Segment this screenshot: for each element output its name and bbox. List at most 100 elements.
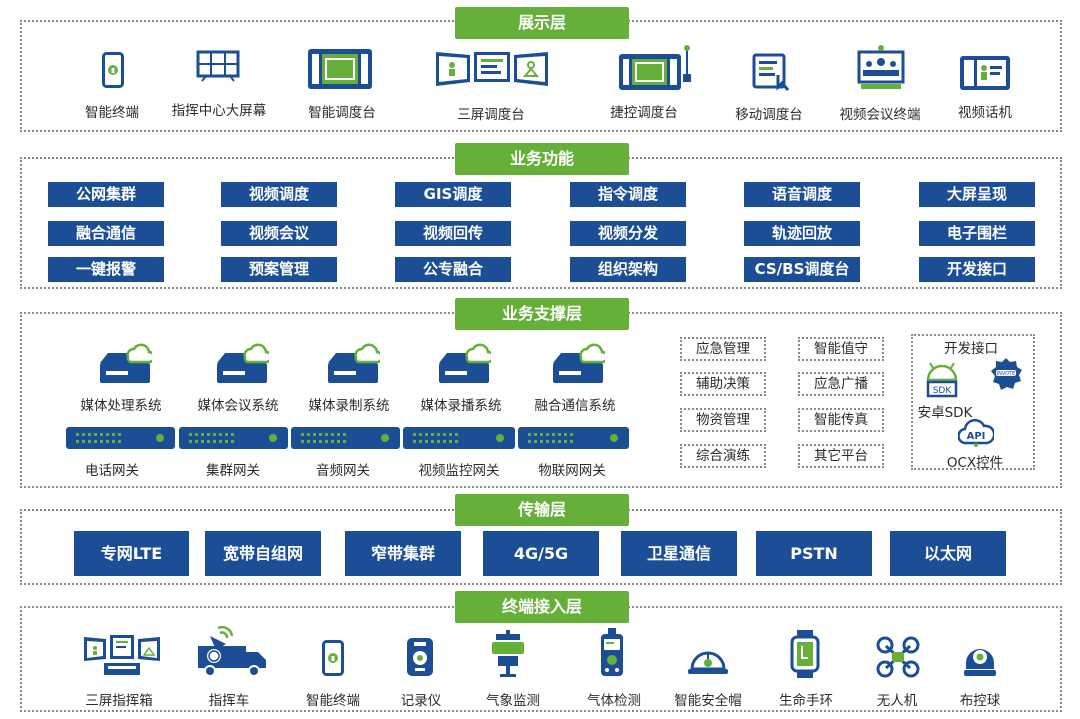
triple-screen-console-icon [436,52,548,86]
transport-layer-title: 传输层 [455,494,629,526]
gateway-label-iot: 物联网网关 [538,463,606,479]
terminal-label-smart-terminal: 智能终端 [306,693,360,709]
func-cs-bs-console: CS/BS调度台 [744,257,860,282]
big-screen-icon [196,50,240,82]
cloud-server-icon [217,343,269,383]
smartphone-icon [102,52,124,88]
func-geofence: 电子围栏 [919,221,1035,246]
func-dev-interface: 开发接口 [919,257,1035,282]
terminal-label-helmet: 智能安全帽 [674,693,742,709]
triple-screen-command-box-icon [84,635,160,675]
gateway-label-audio: 音频网关 [316,463,370,479]
func-big-screen: 大屏呈现 [919,182,1035,207]
video-phone-icon [960,56,1010,90]
body-camera-icon [407,638,433,676]
gateway-label-video-surveillance: 视频监控网关 [418,463,500,479]
dev-interface-title: 开发接口 [944,341,998,357]
gas-detector-icon [601,628,623,676]
transport-private-lte: 专网LTE [74,531,189,576]
support-layer-title: 业务支撑层 [455,298,629,330]
system-label-media-conference: 媒体会议系统 [197,398,279,414]
dev-interface-panel [911,334,1035,470]
module-emergency-management: 应急管理 [680,337,766,361]
func-org-structure: 组织架构 [570,257,686,282]
cloud-server-icon [553,343,605,383]
module-smart-duty: 智能值守 [798,337,884,361]
display-label-video-conference: 视频会议终端 [839,107,921,123]
func-converged-comm: 融合通信 [48,221,164,246]
func-plan-management: 预案管理 [221,257,337,282]
gateway-label-phone: 电话网关 [85,463,139,479]
terminal-label-recorder: 记录仪 [400,693,442,709]
terminal-label-weather: 气象监测 [486,693,540,709]
business-layer-title: 业务功能 [455,143,629,175]
system-label-media-broadcast: 媒体录播系统 [420,398,502,414]
gateway-device-icon [403,427,515,449]
smartphone-icon [322,640,344,676]
touch-console-icon [619,45,691,90]
cloud-server-icon [100,343,152,383]
module-supplies-management: 物资管理 [680,408,766,432]
terminal-label-dome-camera: 布控球 [959,693,1001,709]
func-public-cluster: 公网集群 [48,182,164,207]
func-video-backhaul: 视频回传 [395,221,511,246]
qt-badge-text: INVOTE [997,371,1016,377]
func-track-playback: 轨迹回放 [744,221,860,246]
display-layer-title: 展示层 [455,7,629,39]
func-video-conference: 视频会议 [221,221,337,246]
display-label-touch-console: 捷控调度台 [610,105,678,121]
command-vehicle-icon [198,625,266,677]
system-label-converged-comm: 融合通信系统 [534,398,616,414]
display-label-triple-screen: 三屏调度台 [457,107,525,123]
ocx-control-label: OCX控件 [946,455,1004,471]
display-label-video-phone: 视频话机 [958,105,1012,121]
smart-helmet-icon [688,651,728,674]
business-layer [20,157,1062,289]
android-sdk-label: 安卓SDK [917,405,973,421]
gateway-device-icon [518,427,629,449]
android-sdk-icon: SDK [926,362,958,398]
func-public-private-fusion: 公专融合 [395,257,511,282]
terminal-label-drone: 无人机 [876,693,918,709]
health-band-icon [790,630,820,678]
terminal-label-command-vehicle: 指挥车 [208,693,250,709]
weather-station-icon [492,630,524,677]
func-gis-dispatch: GIS调度 [395,182,511,207]
module-emergency-broadcast: 应急广播 [798,372,884,396]
transport-pstn: PSTN [756,531,872,576]
transport-ethernet: 以太网 [890,531,1006,576]
module-other-platforms: 其它平台 [798,444,884,468]
video-conference-terminal-icon [857,45,905,89]
system-label-media-processing: 媒体处理系统 [80,398,162,414]
mobile-console-icon [752,53,790,91]
terminal-layer-title: 终端接入层 [455,591,629,623]
module-smart-fax: 智能传真 [798,408,884,432]
terminal-label-gas: 气体检测 [587,693,641,709]
transport-satellite: 卫星通信 [621,531,737,576]
terminal-label-health-band: 生命手环 [779,693,833,709]
system-label-media-recording: 媒体录制系统 [308,398,390,414]
api-badge-text: API [967,431,986,442]
transport-4g-5g: 4G/5G [483,531,599,576]
terminal-label-command-box: 三屏指挥箱 [85,693,153,709]
dome-camera-icon [964,649,996,676]
gateway-device-icon [291,427,400,449]
func-video-dispatch: 视频调度 [221,182,337,207]
gateway-device-icon [179,427,288,449]
display-label-mobile-console: 移动调度台 [735,107,803,123]
sdk-badge-text: SDK [933,386,953,396]
module-decision-support: 辅助决策 [680,372,766,396]
dispatch-console-icon [308,49,372,89]
func-one-key-alarm: 一键报警 [48,257,164,282]
gateway-device-icon [66,427,175,449]
func-command-dispatch: 指令调度 [570,182,686,207]
display-label-smart-terminal: 智能终端 [85,105,139,121]
cloud-server-icon [439,343,491,383]
display-label-command-screen: 指挥中心大屏幕 [171,103,267,119]
transport-narrowband-cluster: 窄带集群 [345,531,461,576]
gateway-label-cluster: 集群网关 [206,463,260,479]
func-video-distribution: 视频分发 [570,221,686,246]
func-voice-dispatch: 语音调度 [744,182,860,207]
module-comprehensive-drill: 综合演练 [680,444,766,468]
drone-icon [876,636,920,678]
